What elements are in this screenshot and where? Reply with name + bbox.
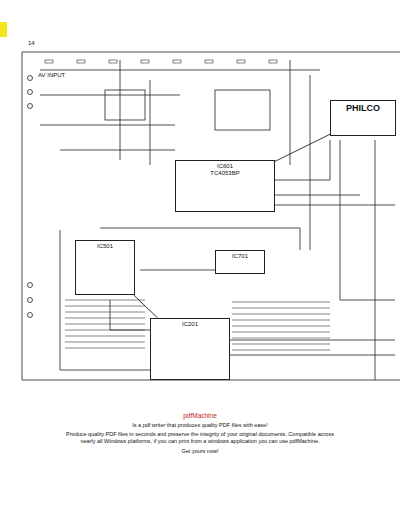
bus-lines (45, 60, 330, 350)
chip-label: IC601 (178, 163, 272, 170)
ic-chip: IC201 (150, 318, 230, 380)
terminals (28, 76, 33, 318)
footer-text: Produce quality PDF files in seconds and… (60, 431, 340, 445)
footer-text: Is a pdf writer that produces quality PD… (60, 422, 340, 429)
input-label: AV INPUT (38, 72, 65, 78)
chip-label: PHILCO (333, 103, 393, 114)
footer-brand: pdfMachine (60, 412, 340, 420)
chip-label: TC4053BP (178, 170, 272, 177)
wire (134, 295, 158, 318)
ic-chip: IC701 (215, 250, 265, 274)
wire (275, 134, 330, 161)
footer-text: Get yours now! (60, 448, 340, 455)
chip-label: IC701 (218, 253, 262, 260)
page-tab (0, 22, 7, 37)
wires (22, 52, 400, 380)
ic-chip: IC501 (75, 240, 135, 295)
chip-label: IC501 (78, 243, 132, 250)
ic-chip: IC601TC4053BP (175, 160, 275, 212)
page-number: 14 (28, 40, 35, 46)
chip-label: IC201 (153, 321, 227, 328)
brand-box: PHILCO (330, 100, 396, 136)
